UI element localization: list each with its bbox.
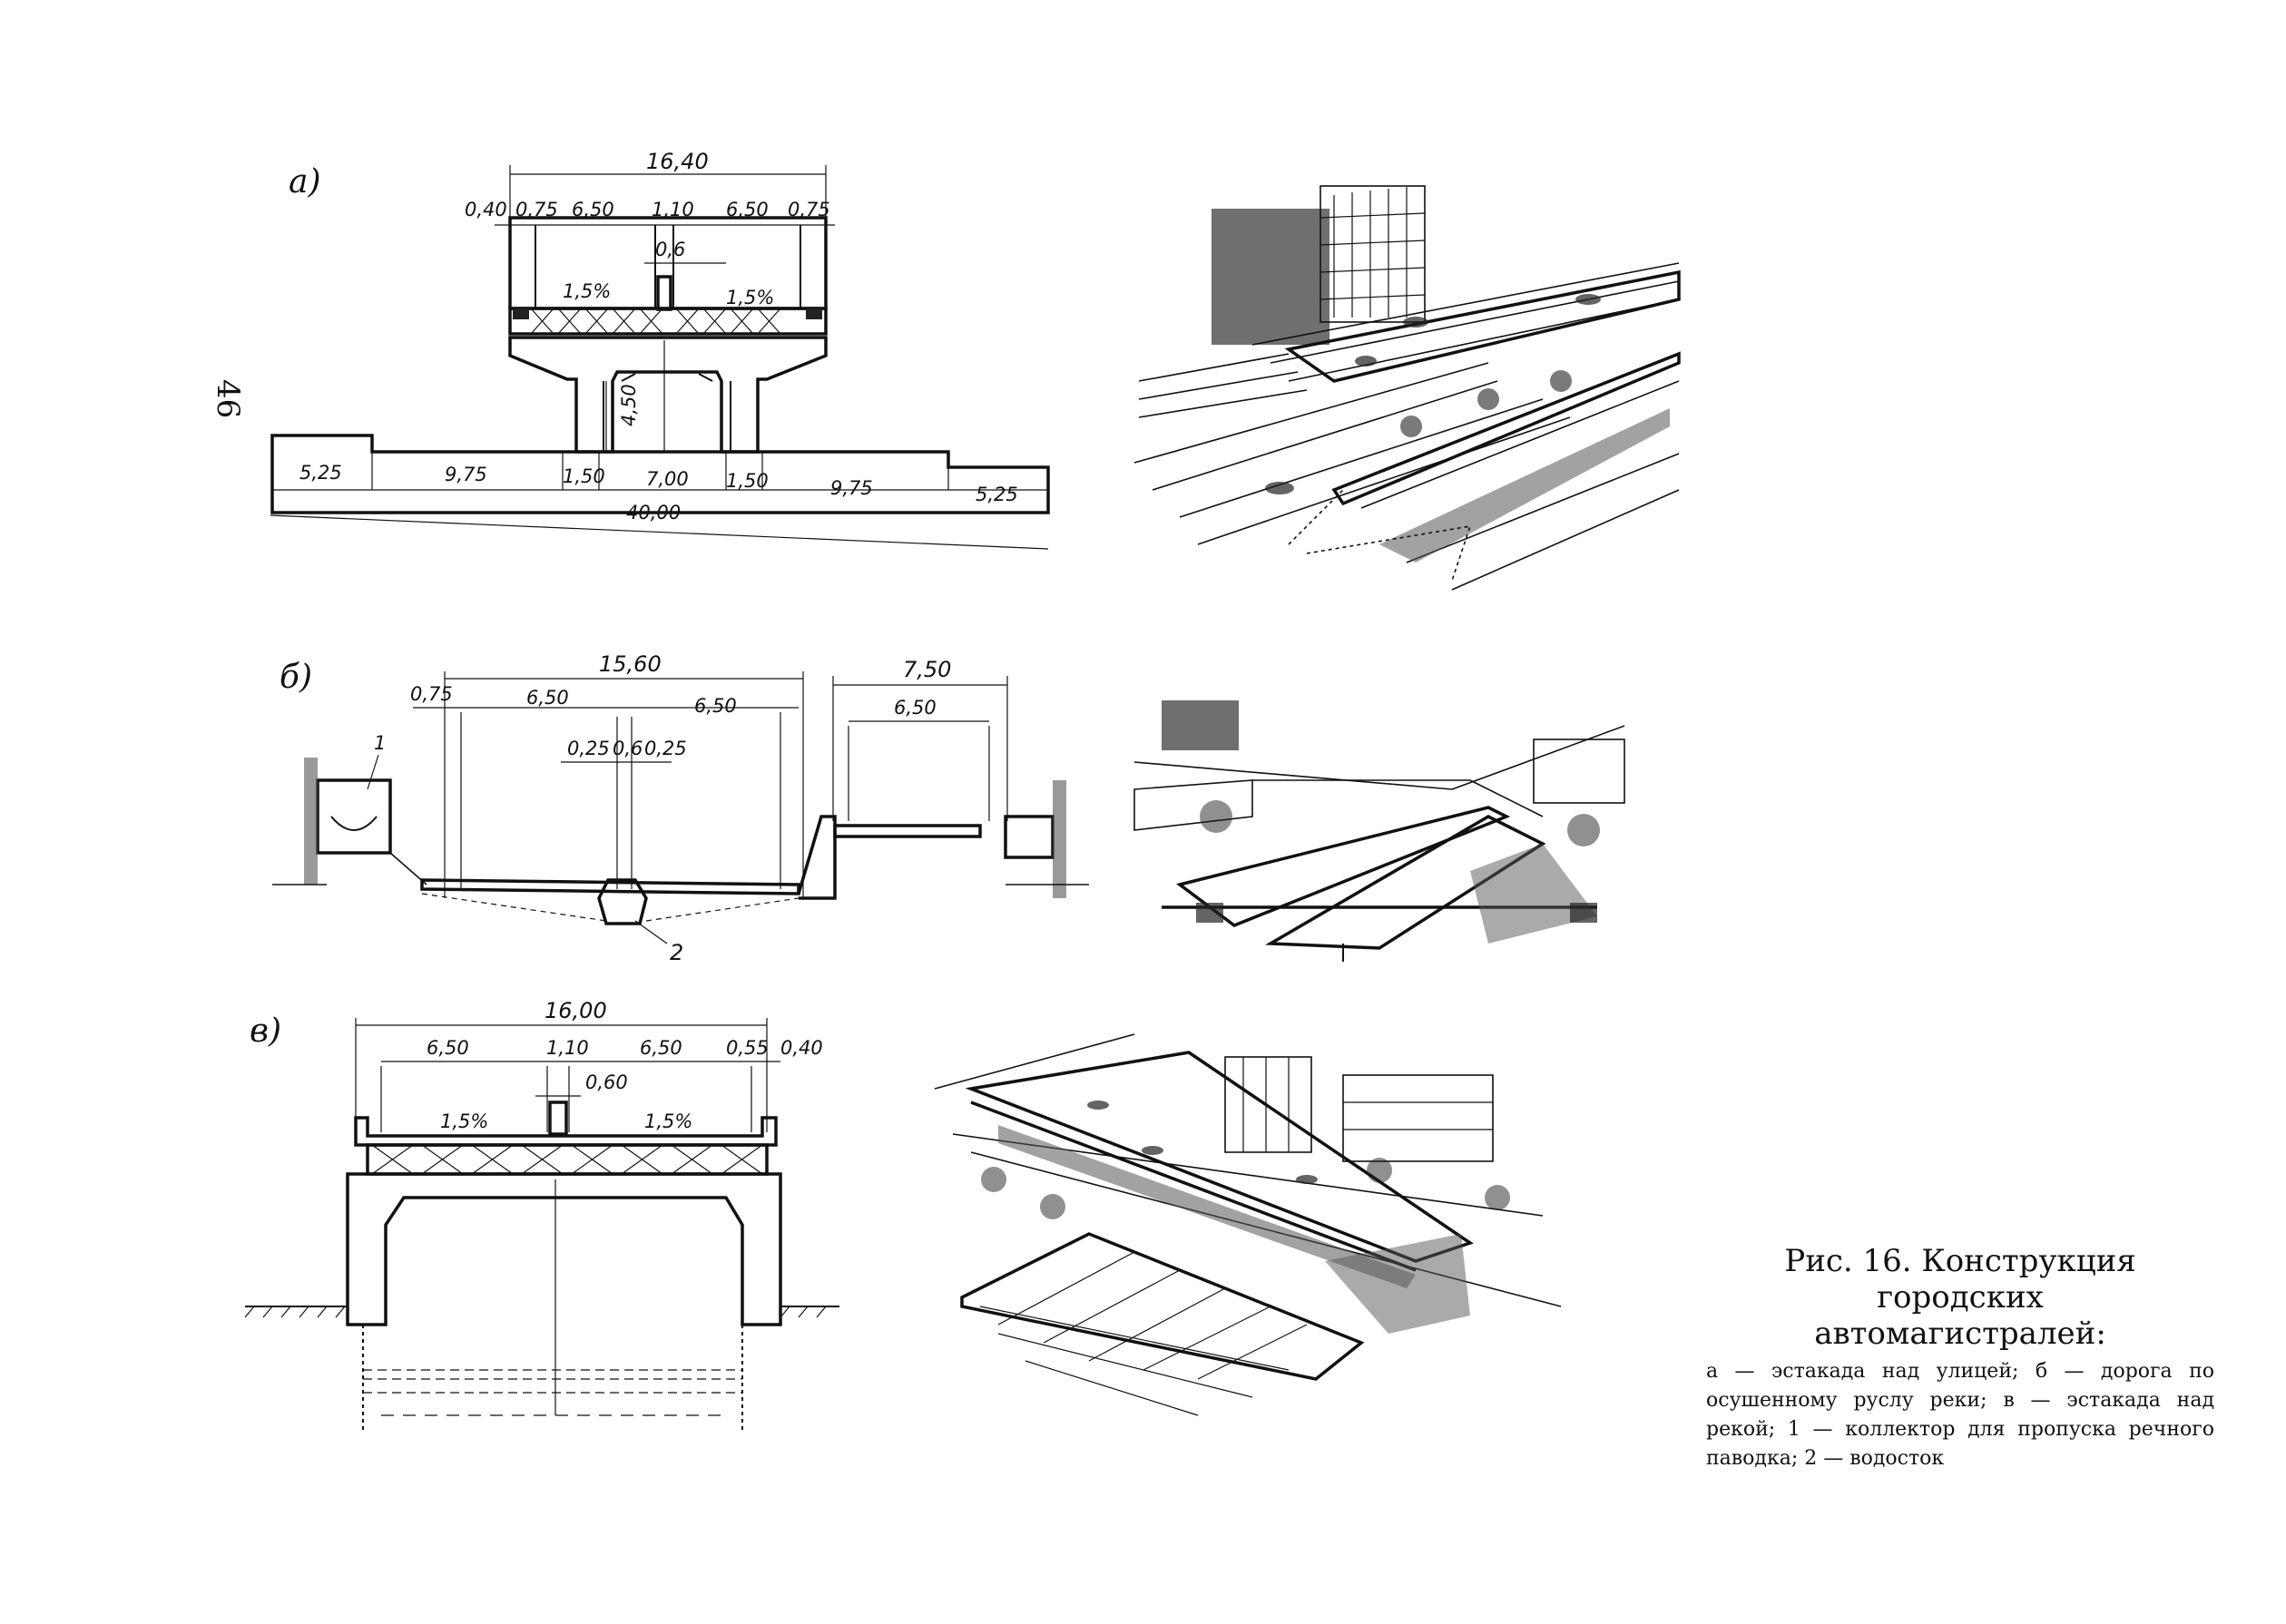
caption-body: а — эстакада над улицей; б — дорога по о…: [1706, 1360, 2214, 1470]
ground-150-left: 1,50: [563, 465, 605, 487]
slope-right: 1,5%: [726, 287, 774, 308]
figure-caption: Рис. 16. Конструкция городских автомагис…: [1706, 1243, 2214, 1473]
dim-c-650-left: 6,50: [427, 1037, 469, 1059]
panel-a-perspective-sketch: [1133, 185, 1681, 591]
dim-b-side-650: 6,50: [894, 697, 937, 719]
slope-c-right: 1,5%: [644, 1110, 692, 1132]
dim-b-650-left: 6,50: [526, 687, 569, 709]
dim-c-055: 0,55: [726, 1037, 769, 1059]
panel-c-section: в) 16,00 6,50 1,10 6,50 0,55 0,40 0,60 1…: [244, 998, 839, 1433]
dim-b-side-total: 7,50: [903, 657, 951, 682]
panel-c-label: в): [250, 1013, 281, 1050]
ground-975-right: 9,75: [830, 477, 873, 499]
page-number: 46: [210, 379, 246, 418]
dim-c-total: 16,00: [545, 998, 607, 1023]
dim-b-total: 15,60: [599, 651, 662, 677]
slope-left: 1,5%: [563, 280, 611, 302]
dim-b-650-right: 6,50: [694, 695, 737, 717]
caption-title-line-2: автомагистралей:: [1814, 1316, 2106, 1352]
dim-06: 0,6: [655, 239, 685, 260]
panel-b-perspective-sketch: [1133, 700, 1625, 962]
dim-c-110: 1,10: [546, 1037, 589, 1059]
dim-040: 0,40: [465, 199, 507, 220]
slope-c-left: 1,5%: [440, 1110, 488, 1132]
dim-height: 4,50: [618, 384, 640, 426]
panel-c-perspective-sketch: [934, 1033, 1562, 1416]
ground-975-left: 9,75: [445, 464, 487, 485]
dim-c-060: 0,60: [585, 1071, 628, 1093]
panel-b-label: б): [280, 659, 312, 696]
dim-c-650-right: 6,50: [640, 1037, 682, 1059]
ground-700: 7,00: [646, 468, 689, 490]
ground-525-left: 5,25: [299, 462, 342, 484]
dim-b-075: 0,75: [410, 683, 453, 705]
ground-total: 40,00: [626, 502, 681, 523]
ground-150-right: 1,50: [726, 470, 769, 492]
caption-title-line-1: Рис. 16. Конструкция городских: [1784, 1243, 2136, 1316]
callout-1: 1: [374, 732, 386, 754]
dim-b-025-left: 0,25: [567, 738, 610, 759]
dim-b-025-right: 0,25: [644, 738, 687, 759]
dim-c-040: 0,40: [780, 1037, 823, 1059]
panel-a-section: а) 16,40 0,40 0,75 6,50 1,10 6,50 0,75 0…: [270, 149, 1050, 550]
callout-2: 2: [670, 940, 683, 965]
dim-total-width: 16,40: [646, 149, 709, 174]
panel-a-label: а): [289, 163, 321, 201]
panel-b-section: б) 15,60 0,75 6,50 6,50 0,25 0,6 0,25 7,…: [272, 651, 1089, 965]
ground-525-right: 5,25: [976, 484, 1018, 505]
